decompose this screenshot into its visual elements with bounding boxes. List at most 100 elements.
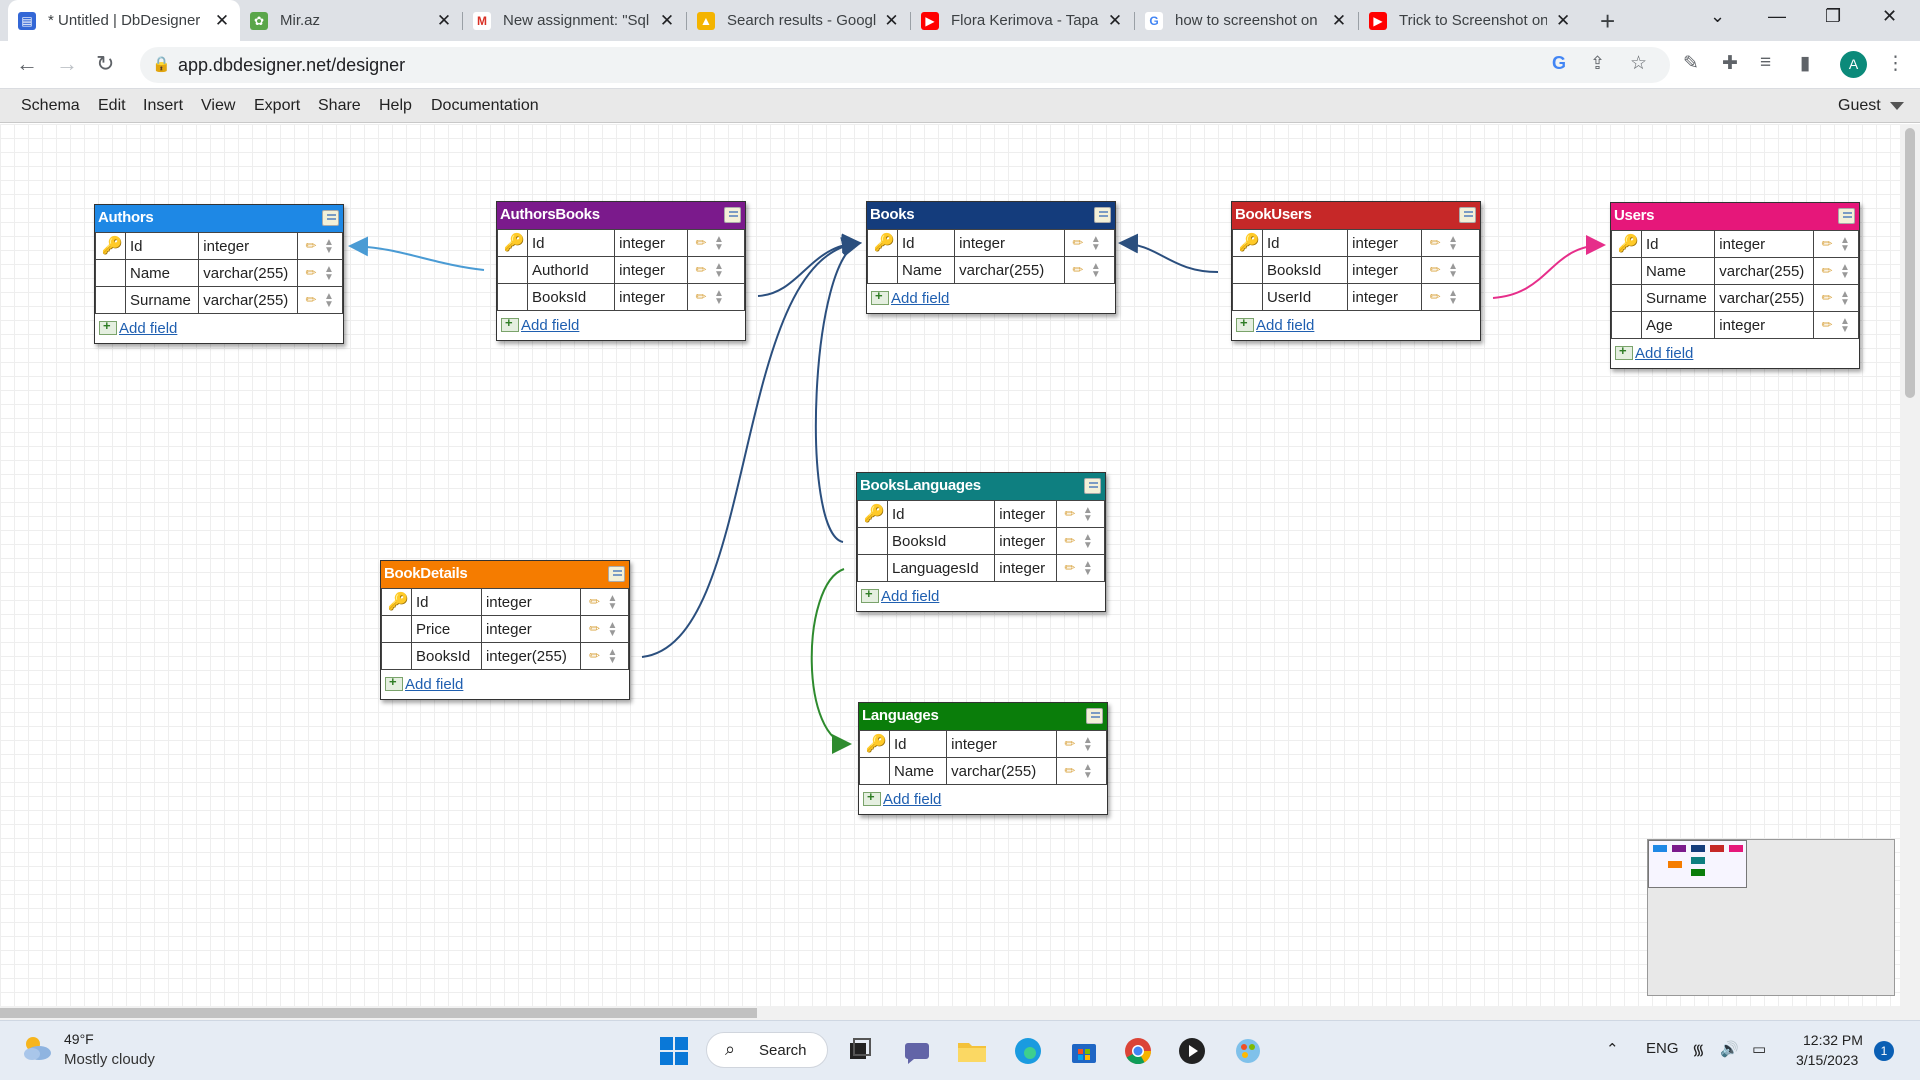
- reorder-arrows-icon[interactable]: ▲▼: [1448, 233, 1459, 253]
- schema-canvas[interactable]: Authors 🔑 Id integer ✏▲▼ Name varchar(25…: [0, 124, 1900, 1006]
- field-type[interactable]: integer: [1347, 229, 1423, 257]
- table-header[interactable]: Books: [867, 202, 1115, 229]
- reading-list-icon[interactable]: ≡: [1760, 52, 1772, 73]
- weather-temperature[interactable]: 49°F: [64, 1031, 94, 1047]
- teams-chat-icon[interactable]: [900, 1035, 932, 1067]
- edit-field-icon[interactable]: ✏: [695, 289, 707, 305]
- task-view-icon[interactable]: [844, 1035, 876, 1067]
- reorder-arrows-icon[interactable]: ▲▼: [607, 646, 618, 666]
- add-field-link[interactable]: Add field: [1635, 345, 1694, 362]
- share-icon[interactable]: ⇪: [1590, 53, 1606, 73]
- edit-field-icon[interactable]: ✏: [1072, 262, 1084, 278]
- clock-time[interactable]: 12:32 PM: [1803, 1032, 1863, 1048]
- reorder-arrows-icon[interactable]: ▲▼: [607, 619, 618, 639]
- reorder-arrows-icon[interactable]: ▲▼: [323, 236, 334, 256]
- add-field-link[interactable]: Add field: [1256, 317, 1315, 334]
- google-lens-icon[interactable]: G: [1552, 53, 1567, 73]
- reorder-arrows-icon[interactable]: ▲▼: [1082, 558, 1093, 578]
- browser-tab[interactable]: M New assignment: "Sql ✕: [463, 0, 685, 41]
- table-bookusers[interactable]: BookUsers 🔑 Id integer ✏▲▼ BooksId integ…: [1231, 201, 1481, 341]
- field-type[interactable]: integer: [1714, 311, 1814, 339]
- edit-field-icon[interactable]: ✏: [1821, 236, 1833, 252]
- field-type[interactable]: varchar(255): [946, 757, 1057, 785]
- edit-table-icon[interactable]: [724, 207, 741, 223]
- table-row[interactable]: Name varchar(255) ✏▲▼: [95, 259, 344, 287]
- table-row[interactable]: UserId integer ✏▲▼: [1232, 283, 1480, 311]
- browser-tab[interactable]: G how to screenshot on ✕: [1135, 0, 1357, 41]
- table-row[interactable]: BooksId integer(255) ✏▲▼: [381, 642, 629, 670]
- user-menu[interactable]: Guest: [1838, 97, 1881, 114]
- table-bookdetails[interactable]: BookDetails 🔑 Id integer ✏▲▼ Price integ…: [380, 560, 630, 700]
- reorder-arrows-icon[interactable]: ▲▼: [1090, 233, 1101, 253]
- tab-search-chevron-icon[interactable]: ⌄: [1710, 6, 1726, 26]
- reorder-arrows-icon[interactable]: ▲▼: [714, 260, 724, 280]
- table-header[interactable]: Users: [1611, 203, 1859, 230]
- wifi-icon[interactable]: ᯾: [1692, 1042, 1705, 1059]
- field-type[interactable]: integer: [614, 283, 688, 311]
- url-text[interactable]: app.dbdesigner.net/designer: [178, 55, 406, 75]
- browser-tab[interactable]: ▤ * Untitled | DbDesigner ✕: [8, 0, 240, 41]
- menu-documentation[interactable]: Documentation: [431, 97, 539, 114]
- table-header[interactable]: BooksLanguages: [857, 473, 1105, 500]
- field-name[interactable]: Id: [124, 232, 200, 260]
- close-tab-icon[interactable]: ✕: [659, 10, 675, 30]
- table-row[interactable]: Surname varchar(255) ✏▲▼: [95, 286, 344, 314]
- minimap[interactable]: [1647, 839, 1895, 996]
- field-type[interactable]: varchar(255): [198, 259, 298, 287]
- table-row[interactable]: 🔑 Id integer ✏▲▼: [95, 232, 344, 260]
- bookmark-star-icon[interactable]: ☆: [1630, 53, 1648, 74]
- field-type[interactable]: integer: [480, 615, 582, 643]
- reorder-arrows-icon[interactable]: ▲▼: [1448, 287, 1459, 307]
- table-header[interactable]: Languages: [859, 703, 1107, 730]
- edit-field-icon[interactable]: ✏: [305, 265, 317, 281]
- windows-start-icon[interactable]: [658, 1035, 690, 1067]
- chevron-down-icon[interactable]: [1890, 102, 1904, 110]
- forward-arrow-icon[interactable]: →: [56, 51, 78, 76]
- menu-view[interactable]: View: [201, 97, 236, 114]
- table-row[interactable]: 🔑 Id integer ✏▲▼: [867, 229, 1116, 257]
- add-field-link[interactable]: Add field: [891, 290, 950, 307]
- edge-browser-icon[interactable]: [1012, 1035, 1044, 1067]
- reorder-arrows-icon[interactable]: ▲▼: [323, 290, 334, 310]
- show-hidden-icons-chevron-icon[interactable]: ⌃: [1606, 1041, 1619, 1058]
- edit-field-icon[interactable]: ✏: [1064, 506, 1076, 522]
- table-header[interactable]: AuthorsBooks: [497, 202, 745, 229]
- field-type[interactable]: integer: [1347, 283, 1423, 311]
- table-row[interactable]: BooksId integer ✏▲▼: [1232, 256, 1480, 284]
- field-name[interactable]: Name: [124, 259, 200, 287]
- field-type[interactable]: integer: [994, 500, 1057, 528]
- reorder-arrows-icon[interactable]: ▲▼: [1082, 761, 1093, 781]
- edit-field-icon[interactable]: ✏: [1821, 290, 1833, 306]
- reorder-arrows-icon[interactable]: ▲▼: [1839, 288, 1850, 308]
- add-field-icon[interactable]: [871, 288, 889, 305]
- edit-field-icon[interactable]: ✏: [1064, 736, 1076, 752]
- table-languages[interactable]: Languages 🔑 Id integer ✏▲▼ Name varchar(…: [858, 702, 1108, 815]
- edit-field-icon[interactable]: ✏: [1821, 317, 1833, 333]
- edit-field-icon[interactable]: ✏: [588, 594, 600, 610]
- field-name[interactable]: Surname: [1640, 284, 1716, 312]
- field-name[interactable]: UserId: [1261, 283, 1349, 311]
- browser-tab[interactable]: ✿ Mir.az ✕: [240, 0, 462, 41]
- field-type[interactable]: integer: [954, 229, 1065, 257]
- table-row[interactable]: Name varchar(255) ✏▲▼: [867, 256, 1116, 284]
- field-name[interactable]: Name: [896, 256, 956, 284]
- clock-date[interactable]: 3/15/2023: [1796, 1052, 1859, 1068]
- table-books[interactable]: Books 🔑 Id integer ✏▲▼ Name varchar(255)…: [866, 201, 1116, 314]
- add-field-link[interactable]: Add field: [521, 317, 580, 334]
- reorder-arrows-icon[interactable]: ▲▼: [1448, 260, 1459, 280]
- battery-icon[interactable]: ▭: [1752, 1041, 1767, 1058]
- edit-field-icon[interactable]: ✏: [588, 648, 600, 664]
- edit-table-icon[interactable]: [1838, 208, 1855, 224]
- reorder-arrows-icon[interactable]: ▲▼: [714, 233, 724, 253]
- table-users[interactable]: Users 🔑 Id integer ✏▲▼ Name varchar(255)…: [1610, 202, 1860, 369]
- menu-export[interactable]: Export: [254, 97, 301, 114]
- field-type[interactable]: integer: [198, 232, 298, 260]
- table-row[interactable]: LanguagesId integer ✏▲▼: [857, 554, 1106, 582]
- add-field-icon[interactable]: [863, 789, 881, 806]
- reorder-arrows-icon[interactable]: ▲▼: [1839, 315, 1850, 335]
- scroll-thumb[interactable]: [0, 1008, 757, 1018]
- field-name[interactable]: Name: [1640, 257, 1716, 285]
- edit-table-icon[interactable]: [322, 210, 339, 226]
- paint-app-icon[interactable]: [1232, 1035, 1264, 1067]
- browser-tab[interactable]: ▶ Trick to Screenshot on ✕: [1359, 0, 1581, 41]
